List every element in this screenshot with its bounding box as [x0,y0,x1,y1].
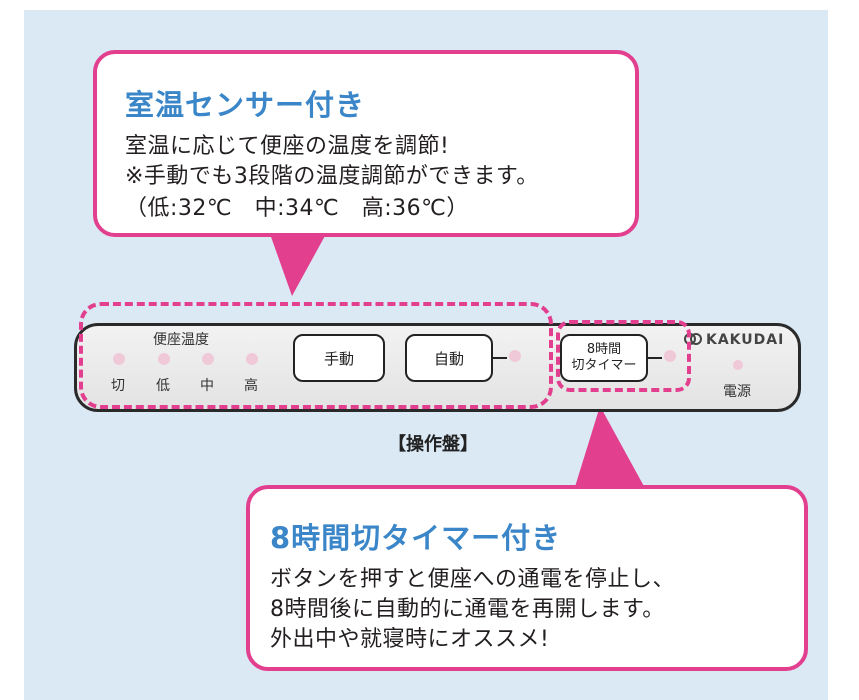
callout-bottom-pointer [574,406,646,490]
temp-controls-highlight [79,302,553,409]
level-label: 低 [156,378,170,394]
callout-title: 8時間切タイマー付き [270,521,562,555]
brand-name: KAKUDAI [706,332,785,348]
room-temp-sensor-callout: 室温センサー付き 室温に応じて便座の温度を調節! ※手動でも3段階の温度調節がで… [93,50,639,237]
callout-line: ※手動でも3段階の温度調節ができます。 [125,164,539,189]
manual-button[interactable]: 手動 [293,334,385,382]
callout-line: 室温に応じて便座の温度を調節! [125,134,450,159]
callout-line: （低:32℃ 中:34℃ 高:36℃） [125,196,469,221]
timer-button-line2: 切タイマー [571,358,637,373]
led-mid [202,353,214,365]
seat-temp-label: 便座温度 [153,332,209,348]
led-off [113,353,125,365]
timer-button[interactable]: 8時間 切タイマー [560,334,648,382]
led-high [246,353,258,365]
auto-connector [493,357,507,359]
level-label: 切 [111,378,125,394]
led-power [733,360,743,370]
led-auto [509,350,521,362]
callout-top-pointer [270,234,326,296]
callout-line: ボタンを押すと便座への通電を停止し、 [270,567,676,592]
callout-title: 室温センサー付き [125,88,366,122]
callout-line: 外出中や就寝時にオススメ! [270,627,550,652]
callout-line: 8時間後に自動的に通電を再開します。 [270,597,665,622]
panel-caption: 【操作盤】 [388,434,478,455]
timer-highlight [556,320,691,392]
led-low [158,353,170,365]
led-timer [664,350,676,362]
power-label: 電源 [723,384,751,400]
level-label: 中 [200,378,214,394]
auto-button[interactable]: 自動 [405,334,493,382]
timer-button-line1: 8時間 [586,342,622,357]
timer-callout: 8時間切タイマー付き ボタンを押すと便座への通電を停止し、 8時間後に自動的に通… [246,485,808,671]
level-label: 高 [244,378,258,394]
timer-connector [648,357,662,359]
